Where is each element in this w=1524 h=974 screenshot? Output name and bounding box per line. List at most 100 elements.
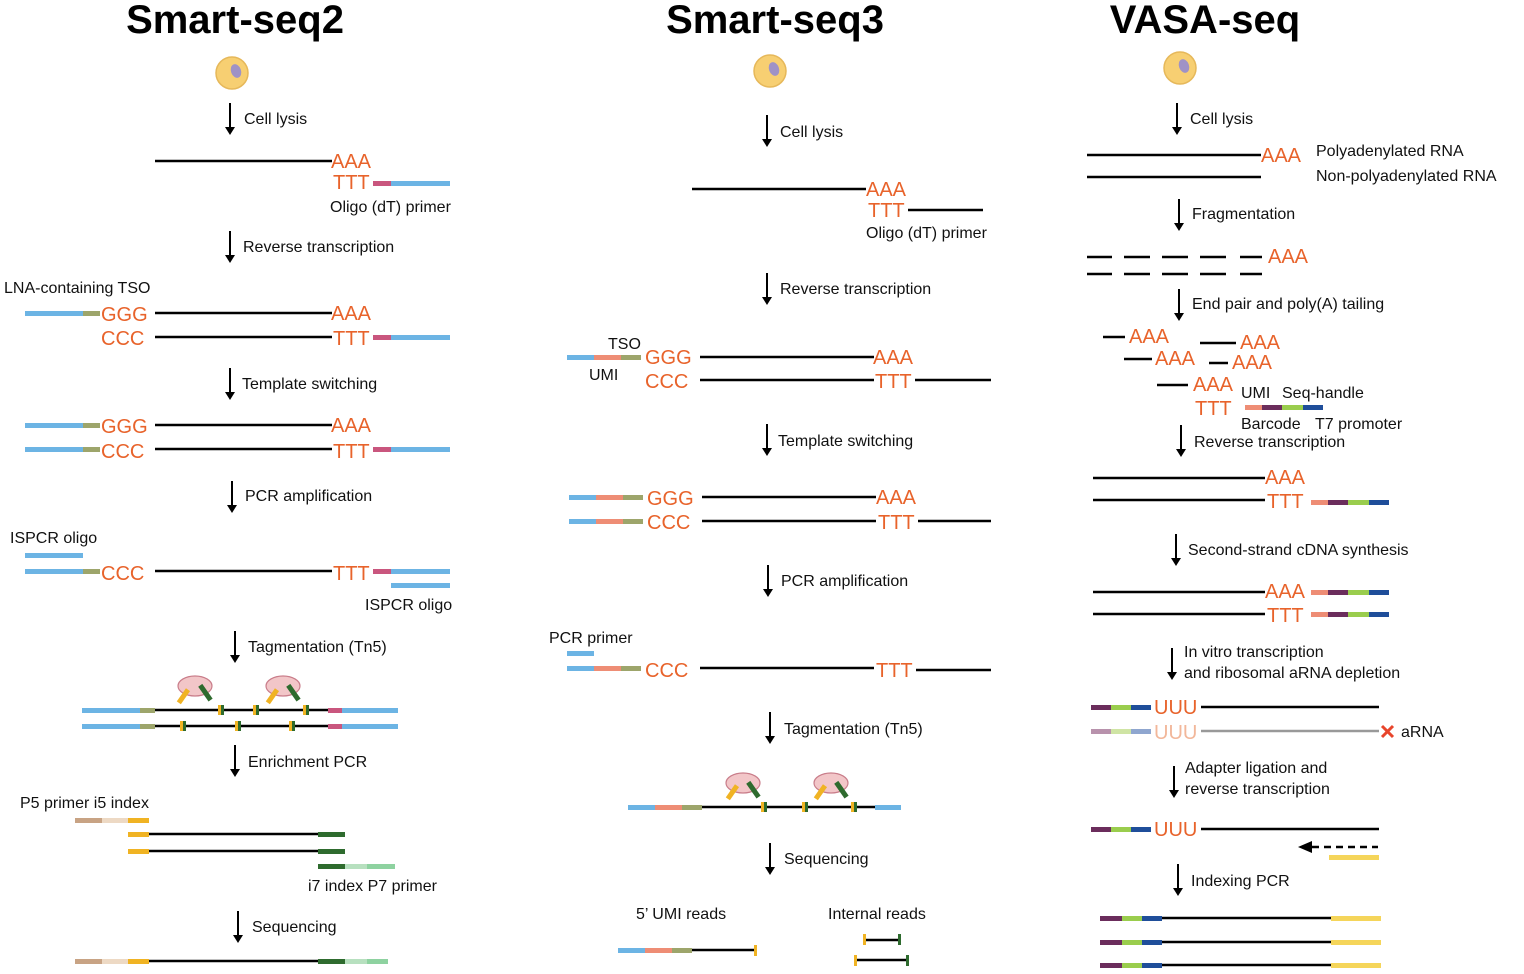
polya-tail: AAA <box>866 179 907 201</box>
cell-icon <box>753 54 787 88</box>
step-label: Template switching <box>778 433 913 450</box>
polya-tail: AAA <box>1129 326 1170 348</box>
label-umi-reads: 5’ UMI reads <box>636 906 726 923</box>
title-smartseq3: Smart-seq3 <box>666 0 884 42</box>
step-arrow <box>765 843 775 875</box>
oligo-dt-ttt: TTT <box>1195 398 1232 420</box>
step-arrow <box>227 481 237 513</box>
label-umi: UMI <box>589 367 618 384</box>
cdna-ccc: CCC <box>645 660 688 682</box>
tso-ggg: GGG <box>645 347 692 369</box>
polya-tail: AAA <box>1268 246 1309 268</box>
oligo-dt-ttt: TTT <box>333 172 370 194</box>
title-smartseq2: Smart-seq2 <box>126 0 344 42</box>
polya-tail: AAA <box>1240 332 1281 354</box>
arna-uuu-depleted: UUU <box>1154 722 1197 744</box>
step-label: reverse transcription <box>1185 781 1330 798</box>
tn5-insertion-marks <box>180 705 309 731</box>
oligo-dt-ttt: TTT <box>878 512 915 534</box>
step-label: Second-strand cDNA synthesis <box>1188 542 1409 559</box>
step-label: Reverse transcription <box>780 281 931 298</box>
primer-direction-arrow <box>1298 841 1378 853</box>
arna-uuu: UUU <box>1154 697 1197 719</box>
polya-tail: AAA <box>1155 348 1196 370</box>
step-label: PCR amplification <box>245 488 372 505</box>
step-label: Cell lysis <box>1190 111 1253 128</box>
label-i7-p7: i7 index P7 primer <box>308 878 438 895</box>
step-label: and ribosomal aRNA depletion <box>1184 665 1400 682</box>
label-ispcr-oligo: ISPCR oligo <box>365 597 452 614</box>
label-ispcr-oligo: ISPCR oligo <box>10 530 97 547</box>
step-arrow <box>1173 864 1183 896</box>
step-label: Sequencing <box>252 919 337 936</box>
polya-tail: AAA <box>876 487 917 509</box>
step-label: Cell lysis <box>244 111 307 128</box>
polya-tail: AAA <box>1232 352 1273 374</box>
tso-ggg: GGG <box>101 416 148 438</box>
arna-uuu: UUU <box>1154 819 1197 841</box>
step-arrow <box>1167 648 1177 680</box>
polya-tail: AAA <box>873 347 914 369</box>
step-arrow <box>1169 766 1179 798</box>
polya-tail: AAA <box>1261 145 1302 167</box>
label-tso: LNA-containing TSO <box>4 280 150 297</box>
oligo-dt-ttt: TTT <box>876 660 913 682</box>
oligo-dt-ttt: TTT <box>333 441 370 463</box>
step-arrow <box>225 103 235 135</box>
step-arrow <box>1171 534 1181 566</box>
step-label: Indexing PCR <box>1191 873 1290 890</box>
step-arrow <box>763 565 773 597</box>
tn5-enzyme-icon <box>725 772 761 801</box>
oligo-dt-ttt: TTT <box>333 328 370 350</box>
step-arrow <box>762 115 772 147</box>
label-polya-rna: Polyadenylated RNA <box>1316 143 1464 160</box>
oligo-dt-ttt: TTT <box>333 563 370 585</box>
tso-ggg: GGG <box>101 304 148 326</box>
polya-tail: AAA <box>1265 581 1306 603</box>
label-nonpolya-rna: Non-polyadenylated RNA <box>1316 168 1497 185</box>
step-arrow <box>762 273 772 305</box>
step-label: Cell lysis <box>780 124 843 141</box>
cdna-ccc: CCC <box>645 371 688 393</box>
polya-tail: AAA <box>331 151 372 173</box>
label-oligo-dt: Oligo (dT) primer <box>330 199 452 216</box>
polya-tail: AAA <box>331 415 372 437</box>
label-pcr-primer: PCR primer <box>549 630 633 647</box>
step-arrow <box>230 631 240 663</box>
cross-icon <box>1380 724 1395 739</box>
label-t7-promoter: T7 promoter <box>1315 416 1403 433</box>
cdna-ccc: CCC <box>101 563 144 585</box>
tn5-enzyme-icon <box>176 675 213 705</box>
step-label: End pair and poly(A) tailing <box>1192 296 1384 313</box>
label-tso: TSO <box>608 336 641 353</box>
step-label: Reverse transcription <box>1194 434 1345 451</box>
step-arrow <box>225 368 235 400</box>
step-arrow <box>233 911 243 943</box>
step-label: Enrichment PCR <box>248 754 367 771</box>
step-label: Tagmentation (Tn5) <box>784 721 923 738</box>
cell-icon <box>1163 51 1197 85</box>
step-arrow <box>230 745 240 777</box>
cdna-ccc: CCC <box>101 441 144 463</box>
rna-fragments <box>1087 255 1262 276</box>
tn5-insertion-marks <box>761 802 857 812</box>
cdna-ccc: CCC <box>647 512 690 534</box>
label-barcode: Barcode <box>1241 416 1301 433</box>
label-internal-reads: Internal reads <box>828 906 926 923</box>
label-umi: UMI <box>1241 385 1270 402</box>
step-arrow <box>765 712 775 744</box>
title-vasaseq: VASA-seq <box>1110 0 1300 42</box>
label-arna: aRNA <box>1401 724 1444 741</box>
step-label: Tagmentation (Tn5) <box>248 639 387 656</box>
cdna-ccc: CCC <box>101 328 144 350</box>
step-label: Sequencing <box>784 851 869 868</box>
cell-icon <box>215 56 249 90</box>
step-label: Fragmentation <box>1192 206 1295 223</box>
indexed-library <box>1100 916 1381 968</box>
oligo-dt-ttt: TTT <box>1267 491 1304 513</box>
step-arrow <box>225 231 235 263</box>
label-seq-handle: Seq-handle <box>1282 385 1364 402</box>
tso-ggg: GGG <box>647 488 694 510</box>
